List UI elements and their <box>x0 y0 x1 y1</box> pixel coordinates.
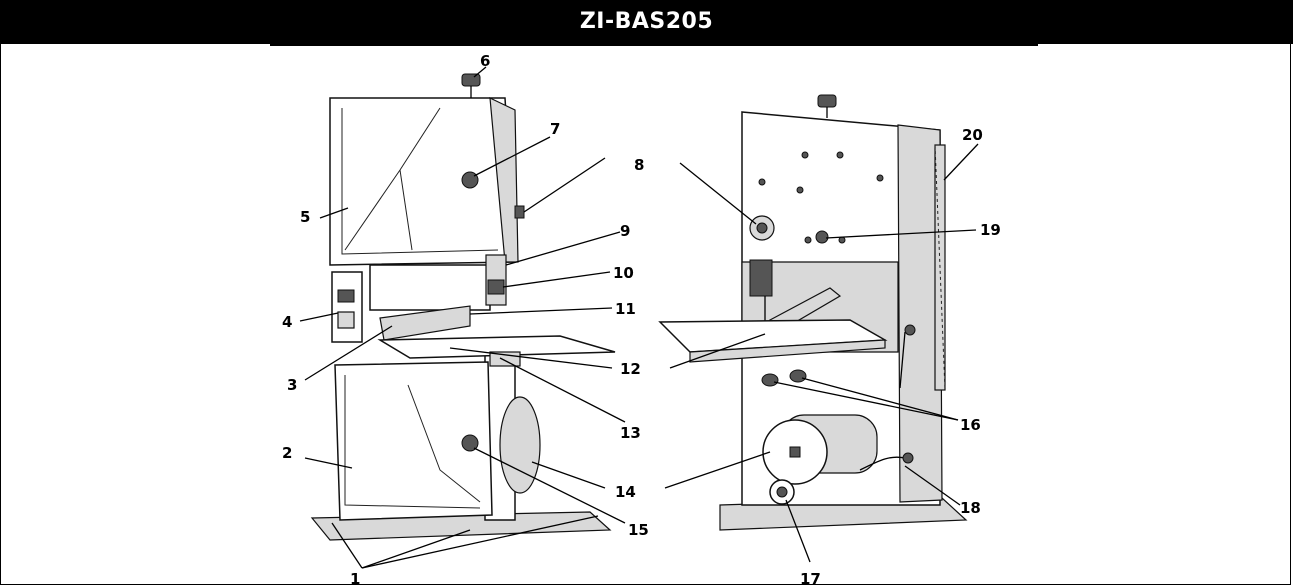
callout-7: 7 <box>550 120 560 138</box>
rear-view <box>658 94 968 531</box>
tension-knob-rear <box>817 94 837 108</box>
rear-adjustment-knob <box>815 230 829 244</box>
rip-fence-front <box>379 305 471 341</box>
tilt-lever <box>899 331 906 389</box>
callout-6: 6 <box>480 52 490 70</box>
callout-11: 11 <box>615 300 636 318</box>
work-table-front <box>377 335 616 359</box>
power-cord <box>859 456 906 471</box>
callout-9: 9 <box>620 222 630 240</box>
callout-18: 18 <box>960 499 981 517</box>
switch-box <box>331 271 363 343</box>
pulley-housing-front <box>499 396 541 494</box>
table-lock-knob-b <box>789 369 807 383</box>
leader-lines <box>299 66 979 569</box>
callout-14: 14 <box>615 483 636 501</box>
tension-knob-front <box>461 73 481 87</box>
callout-8a: 8 <box>634 156 644 174</box>
rear-column-side <box>897 124 943 503</box>
table-lock-knob-a <box>761 373 779 387</box>
rear-blade-guide <box>749 259 773 297</box>
callout-15: 15 <box>628 521 649 539</box>
callout-12: 12 <box>620 360 641 378</box>
callout-13: 13 <box>620 424 641 442</box>
upper-cover-knob <box>461 171 479 189</box>
callout-17: 17 <box>800 570 821 587</box>
tracking-knob <box>514 205 525 219</box>
callout-5: 5 <box>300 208 310 226</box>
callout-3: 3 <box>287 376 297 394</box>
callout-1: 1 <box>350 570 360 587</box>
upper-blade-guide <box>487 279 505 295</box>
title-underline <box>270 44 1038 46</box>
callout-10: 10 <box>613 264 634 282</box>
callout-labels: 1 2 3 4 5 6 7 8 9 10 11 12 13 14 15 16 1… <box>282 52 1001 587</box>
upper-wheel-cover <box>329 97 516 266</box>
throat-area <box>369 264 491 311</box>
front-view <box>310 73 616 541</box>
callout-19: 19 <box>980 221 1001 239</box>
model-title: ZI-BAS205 <box>0 0 1293 44</box>
callout-16: 16 <box>960 416 981 434</box>
callout-4: 4 <box>282 313 292 331</box>
switch-button <box>337 289 355 303</box>
callout-20: 20 <box>962 126 983 144</box>
callout-2: 2 <box>282 444 292 462</box>
lower-cover-knob <box>461 434 479 452</box>
switch-plate <box>337 311 355 329</box>
